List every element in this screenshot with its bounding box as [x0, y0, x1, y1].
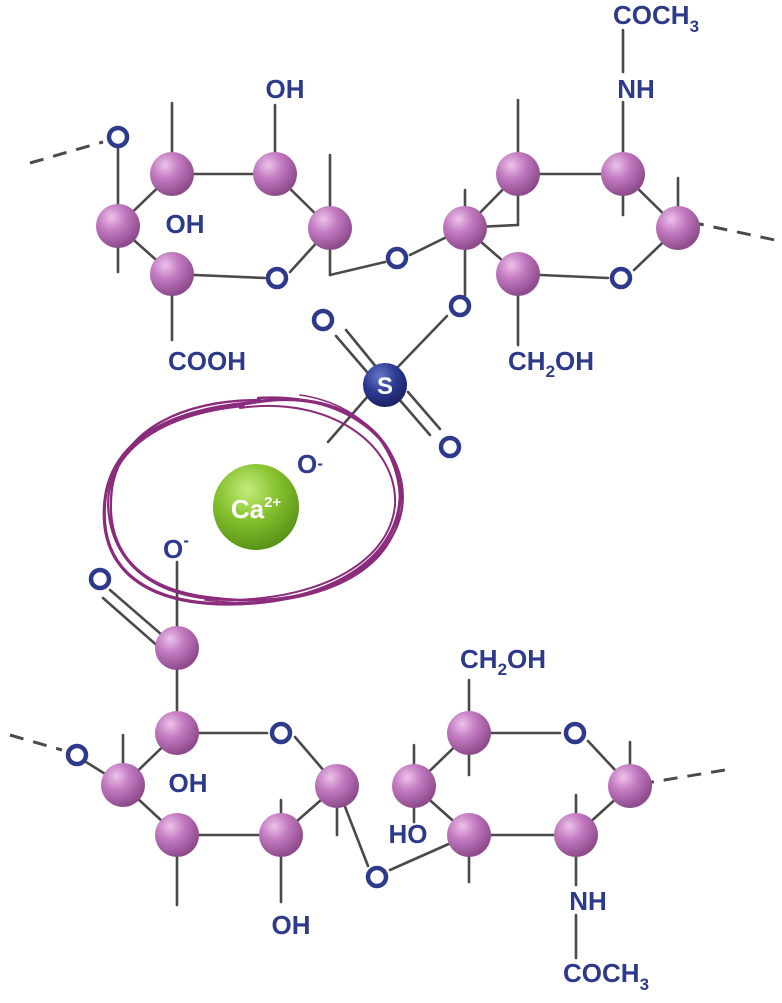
oxygen-atom — [269, 721, 293, 745]
oh-label: OH — [266, 74, 305, 104]
acetyl-label: COCH3 — [613, 0, 699, 36]
oh-label: OH — [166, 209, 205, 239]
acetyl-main: COCH — [613, 0, 690, 30]
carbon-atom — [447, 813, 491, 857]
carbon-atom — [608, 764, 652, 808]
carbon-atom — [150, 252, 194, 296]
carbon-atom — [447, 711, 491, 755]
carbon-atom — [496, 152, 540, 196]
oxygen-anion-base: O — [297, 449, 317, 479]
oxygen-anion-sign: - — [183, 531, 189, 550]
carbon-atom — [308, 206, 352, 250]
oxygen-atom — [563, 721, 587, 745]
carbon-atom — [656, 206, 700, 250]
nh-label: NH — [617, 74, 655, 104]
oxygen-atoms — [65, 125, 633, 889]
carbon-atom — [601, 152, 645, 196]
acetyl-subscript: 3 — [640, 975, 649, 994]
cooh-label: COOH — [168, 346, 246, 376]
carbon-atom — [259, 813, 303, 857]
acetyl-main: COCH — [563, 958, 640, 988]
ch2oh-label: CH2OH — [460, 644, 546, 679]
oxygen-atom — [609, 266, 633, 290]
oxygen-atom — [65, 743, 89, 767]
acetyl-label: COCH3 — [563, 958, 649, 994]
carbon-atom — [315, 764, 359, 808]
carbon-atom — [496, 252, 540, 296]
carbon-atom — [101, 763, 145, 807]
carbon-atom — [443, 206, 487, 250]
sulfur-label: S — [377, 373, 393, 400]
oxygen-atom — [448, 294, 472, 318]
oh-label: OH — [169, 768, 208, 798]
calcium-symbol: Ca — [231, 494, 265, 524]
oxygen-atom — [106, 125, 130, 149]
oxygen-anion-base: O — [163, 534, 183, 564]
ch2oh-oh: OH — [555, 346, 594, 376]
oh-label: OH — [272, 910, 311, 940]
oxygen-anion-sign: - — [317, 454, 323, 473]
ch2oh-ch: CH — [508, 346, 546, 376]
carbon-atom — [150, 152, 194, 196]
oxygen-atom — [311, 308, 335, 332]
carbon-atom — [155, 711, 199, 755]
carbon-atom — [155, 626, 199, 670]
carbon-atom — [253, 152, 297, 196]
calcium-charge: 2+ — [264, 494, 281, 511]
calcium-ion — [213, 464, 299, 550]
ch2oh-ch: CH — [460, 644, 498, 674]
carbon-atom — [96, 204, 140, 248]
nh-label: NH — [569, 886, 607, 916]
ch2oh-oh: OH — [507, 644, 546, 674]
oxygen-atom — [385, 246, 409, 270]
oxygen-atom — [365, 865, 389, 889]
carbon-atom — [155, 813, 199, 857]
oxygen-atom — [438, 435, 462, 459]
bonds-bottom — [9, 560, 726, 960]
oxygen-atom — [265, 266, 289, 290]
sulfur-atom — [363, 363, 407, 407]
oxygen-anion-label: O- — [163, 531, 189, 564]
oxygen-atom — [88, 567, 112, 591]
acetyl-subscript: 3 — [690, 17, 699, 36]
calcium-label: Ca2+ — [231, 494, 282, 524]
carbon-atom — [392, 764, 436, 808]
carbon-atoms — [96, 152, 700, 857]
ch2oh-label: CH2OH — [508, 346, 594, 381]
oxygen-anion-label: O- — [297, 449, 323, 479]
carbon-atom — [554, 813, 598, 857]
ho-label: HO — [389, 819, 428, 849]
calcium-highlight-ring — [102, 394, 404, 606]
ch2oh-subscript: 2 — [546, 362, 555, 381]
ch2oh-subscript: 2 — [498, 660, 507, 679]
